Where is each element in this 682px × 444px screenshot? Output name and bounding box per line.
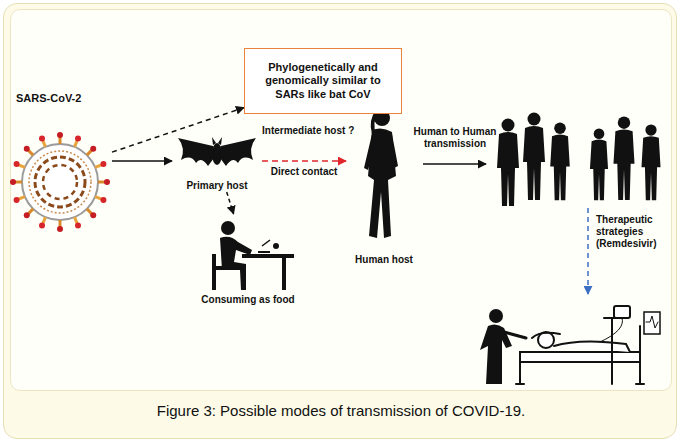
edge-label: Direct contact [269, 166, 340, 178]
human-host-node: Human host [346, 106, 422, 266]
connector-arrow [112, 160, 172, 162]
note-box: Phylogenetically and genomically similar… [244, 48, 402, 114]
hospital-scene [480, 306, 660, 384]
person-eating [212, 221, 294, 290]
node-label: Consuming as food [201, 294, 294, 306]
connector-arrow [262, 160, 346, 162]
food-node: Consuming as food [196, 214, 300, 306]
therapy-label: Therapeutic strategies (Remdesivir) [596, 214, 676, 250]
node-label: Primary host [186, 180, 247, 192]
intermediate-host-label: Intermediate host ? [262, 125, 354, 137]
people-group [497, 113, 661, 207]
therapy-arrow [587, 208, 589, 294]
node-label: SARS-CoV-2 [16, 92, 81, 105]
node-label: Human host [355, 254, 413, 266]
connector-arrow [112, 108, 244, 153]
connector-arrow [227, 192, 234, 214]
virus-node: SARS-CoV-2 [12, 90, 112, 248]
figure-caption: Figure 3: Possible modes of transmission… [0, 402, 682, 419]
transmission-label: Human to Human transmission [413, 126, 497, 150]
transmission-arrow [423, 163, 486, 165]
bat-silhouette [178, 137, 256, 166]
host-node: Primary host [172, 130, 262, 192]
virus-illustration [10, 132, 110, 232]
node-label: Phylogenetically and genomically similar… [253, 61, 393, 101]
human-figure [364, 110, 398, 238]
